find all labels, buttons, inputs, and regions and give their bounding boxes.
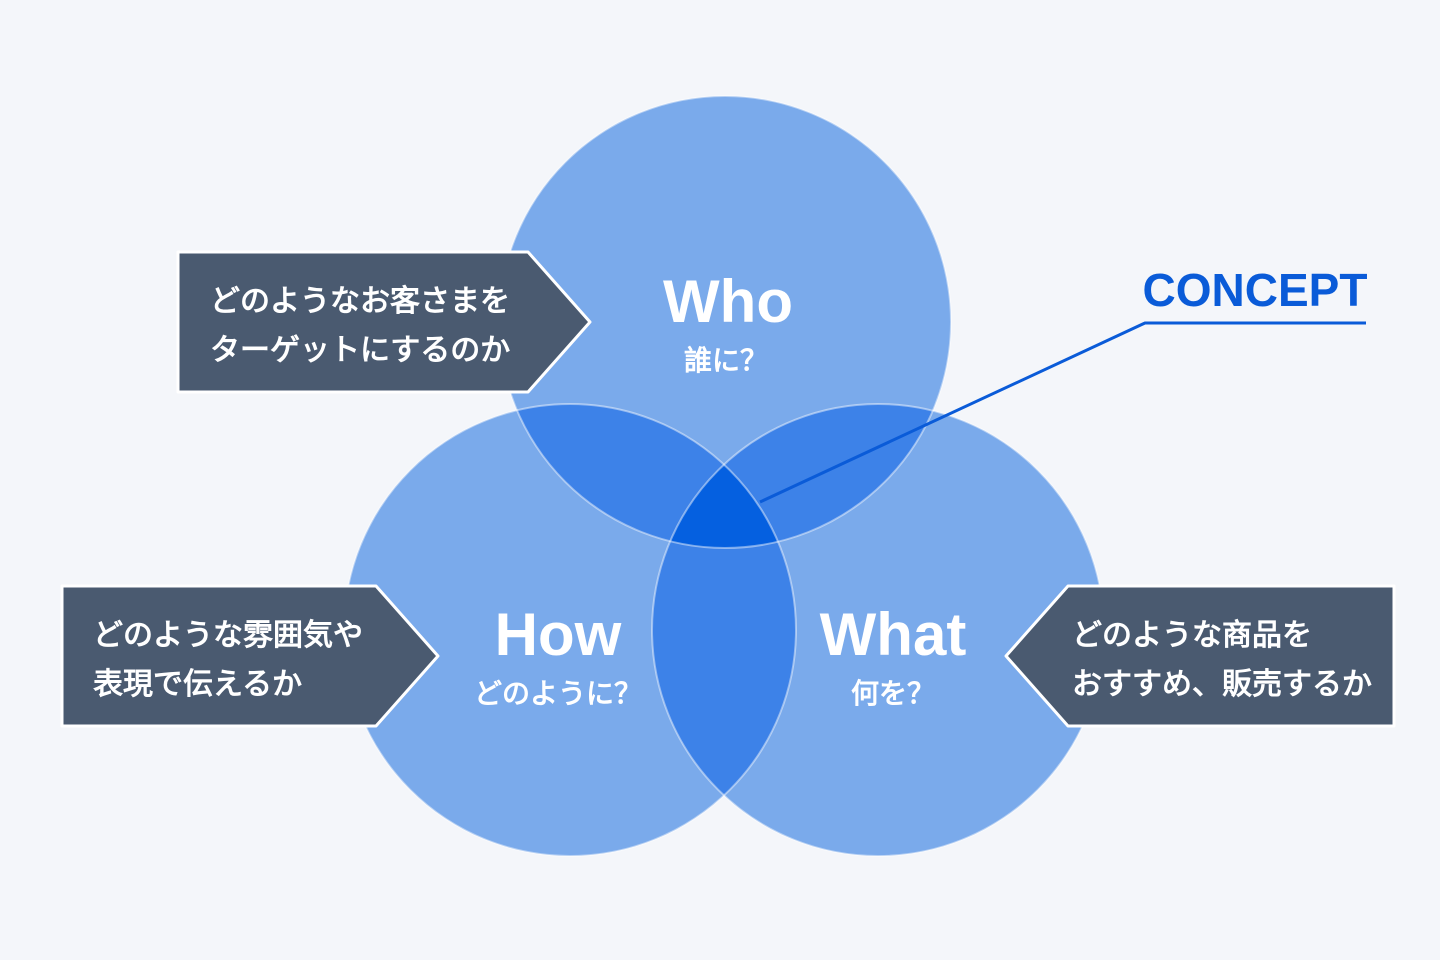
what-subtitle: 何を？ — [851, 678, 935, 709]
concept-leader-line — [759, 321, 1366, 504]
callout-who-line2: ターゲットにするのか — [210, 334, 510, 367]
callout-who-shape — [176, 250, 592, 394]
who-title: Who — [663, 268, 793, 335]
callout-what-shape — [1004, 584, 1396, 728]
callout-how: どのような雰囲気や 表現で伝えるか — [60, 584, 440, 728]
callout-what-line1: どのような商品を — [1072, 619, 1312, 652]
circle-labels: Who 誰に？ How どのように？ What 何を？ — [474, 268, 966, 709]
concept-pointer: CONCEPT — [759, 264, 1368, 504]
what-title: What — [820, 601, 967, 668]
circles — [343, 95, 1105, 857]
callout-how-shape — [60, 584, 440, 728]
who-subtitle: 誰に？ — [684, 344, 768, 376]
how-title: How — [495, 601, 622, 668]
concept-label: CONCEPT — [1143, 264, 1368, 316]
callout-how-line1: どのような雰囲気や — [93, 619, 363, 652]
callout-who-line1: どのようなお客さまを — [210, 284, 510, 318]
callout-how-line2: 表現で伝えるか — [93, 668, 302, 701]
callout-what: どのような商品を おすすめ、販売するか — [1004, 584, 1396, 728]
overlap-center — [652, 404, 796, 548]
callout-what-line2: おすすめ、販売するか — [1072, 668, 1372, 701]
how-subtitle: どのように？ — [474, 678, 642, 709]
callout-who: どのようなお客さまを ターゲットにするのか — [176, 250, 592, 394]
